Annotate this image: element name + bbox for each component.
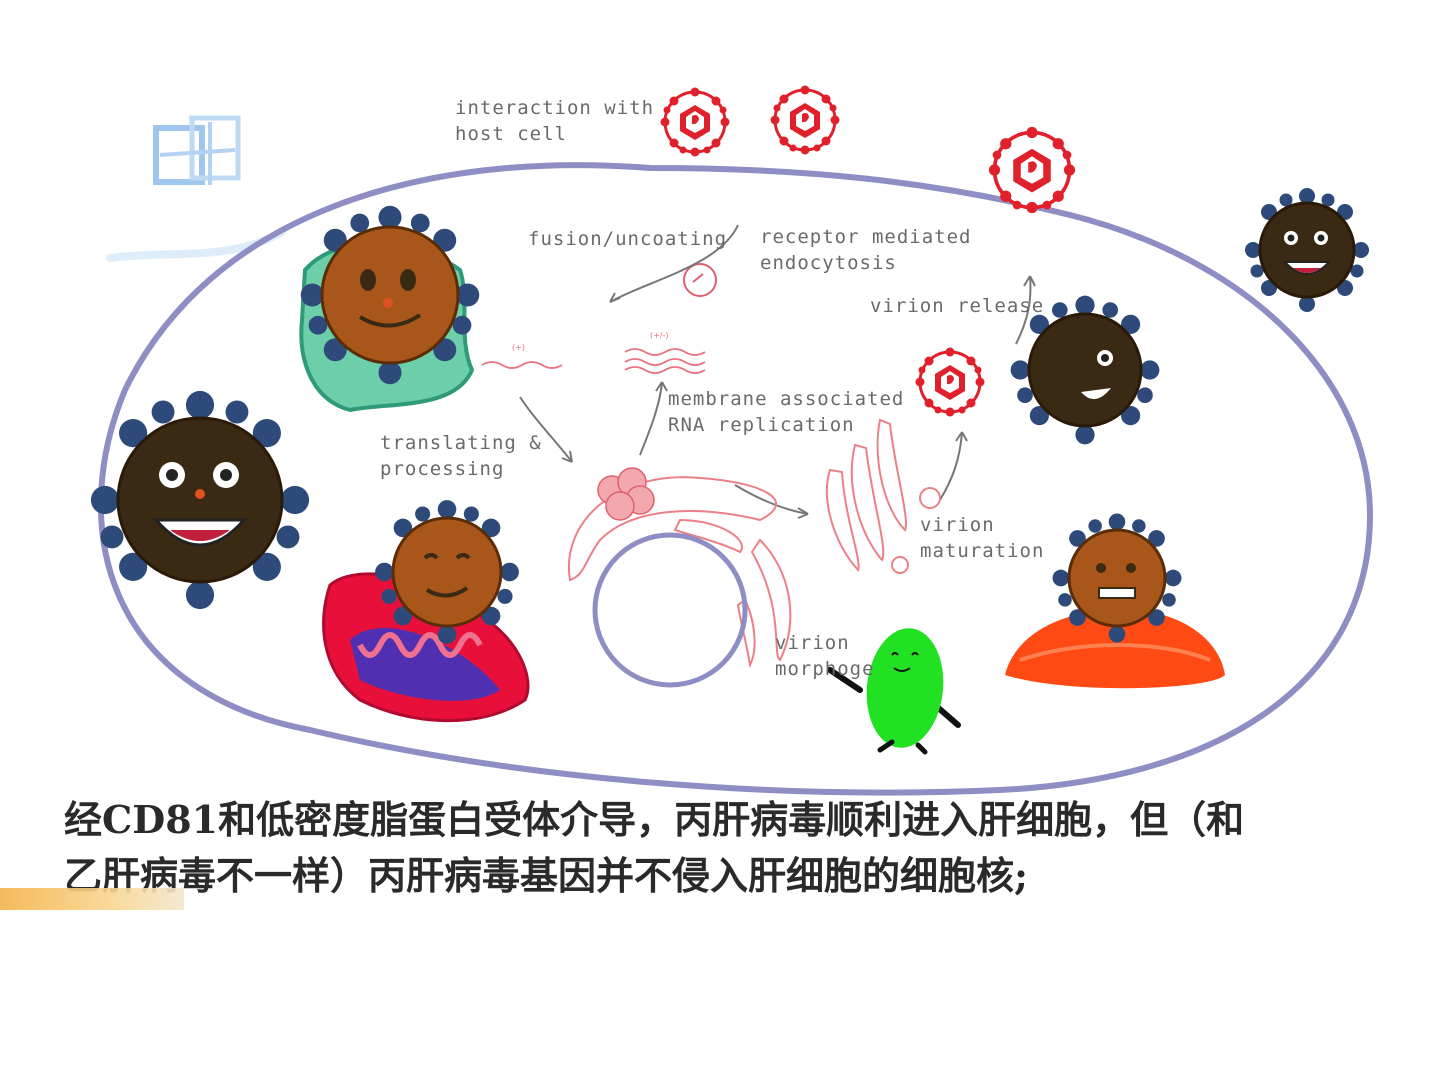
- orange-blob: [1005, 609, 1225, 689]
- virus-character-icon: [1052, 513, 1182, 643]
- rna-tag-left: (+): [512, 343, 525, 352]
- label-receptor: receptor mediated endocytosis: [760, 226, 972, 274]
- virus-character-icon: [1010, 295, 1160, 445]
- caption: 经CD81和低密度脂蛋白受体介导，丙肝病毒顺利进入肝细胞，但（和 乙肝病毒不一样…: [64, 792, 1394, 904]
- arrows: [519, 224, 1036, 519]
- virus-character-icon: [1245, 188, 1369, 312]
- ribosome-cluster: [597, 467, 655, 521]
- label-morphogenesis: virion morphoge: [775, 632, 875, 680]
- caption-line-2: 乙肝病毒不一样）丙肝病毒基因并不侵入肝细胞的细胞核;: [64, 853, 1029, 898]
- rna-tag-right: (+/-): [650, 331, 669, 340]
- label-fusion: fusion/uncoating: [528, 228, 728, 250]
- virus-character-icon: [375, 500, 519, 644]
- bottom-watermark-strip: [0, 888, 184, 910]
- virus-character-icon: [90, 390, 310, 610]
- caption-line-1: 经CD81和低密度脂蛋白受体介导，丙肝病毒顺利进入肝细胞，但（和: [64, 797, 1245, 842]
- host-cell-membrane: [97, 162, 1374, 796]
- endosome-virion: [692, 273, 704, 283]
- golgi-stacks: [825, 418, 941, 574]
- label-maturation: virion maturation: [920, 514, 1045, 562]
- label-membrane: membrane associated RNA replication: [668, 388, 905, 436]
- nucleus: [592, 532, 748, 688]
- virus-character-icon: [300, 205, 480, 385]
- green-blob-character-icon: [827, 628, 961, 755]
- rna-strands: [481, 348, 706, 374]
- label-interaction: interaction with host cell: [455, 97, 655, 145]
- label-virion-release: virion release: [870, 295, 1045, 317]
- logo-icon: [106, 115, 286, 262]
- endosome: [683, 263, 717, 297]
- label-translating: translating & processing: [380, 432, 542, 480]
